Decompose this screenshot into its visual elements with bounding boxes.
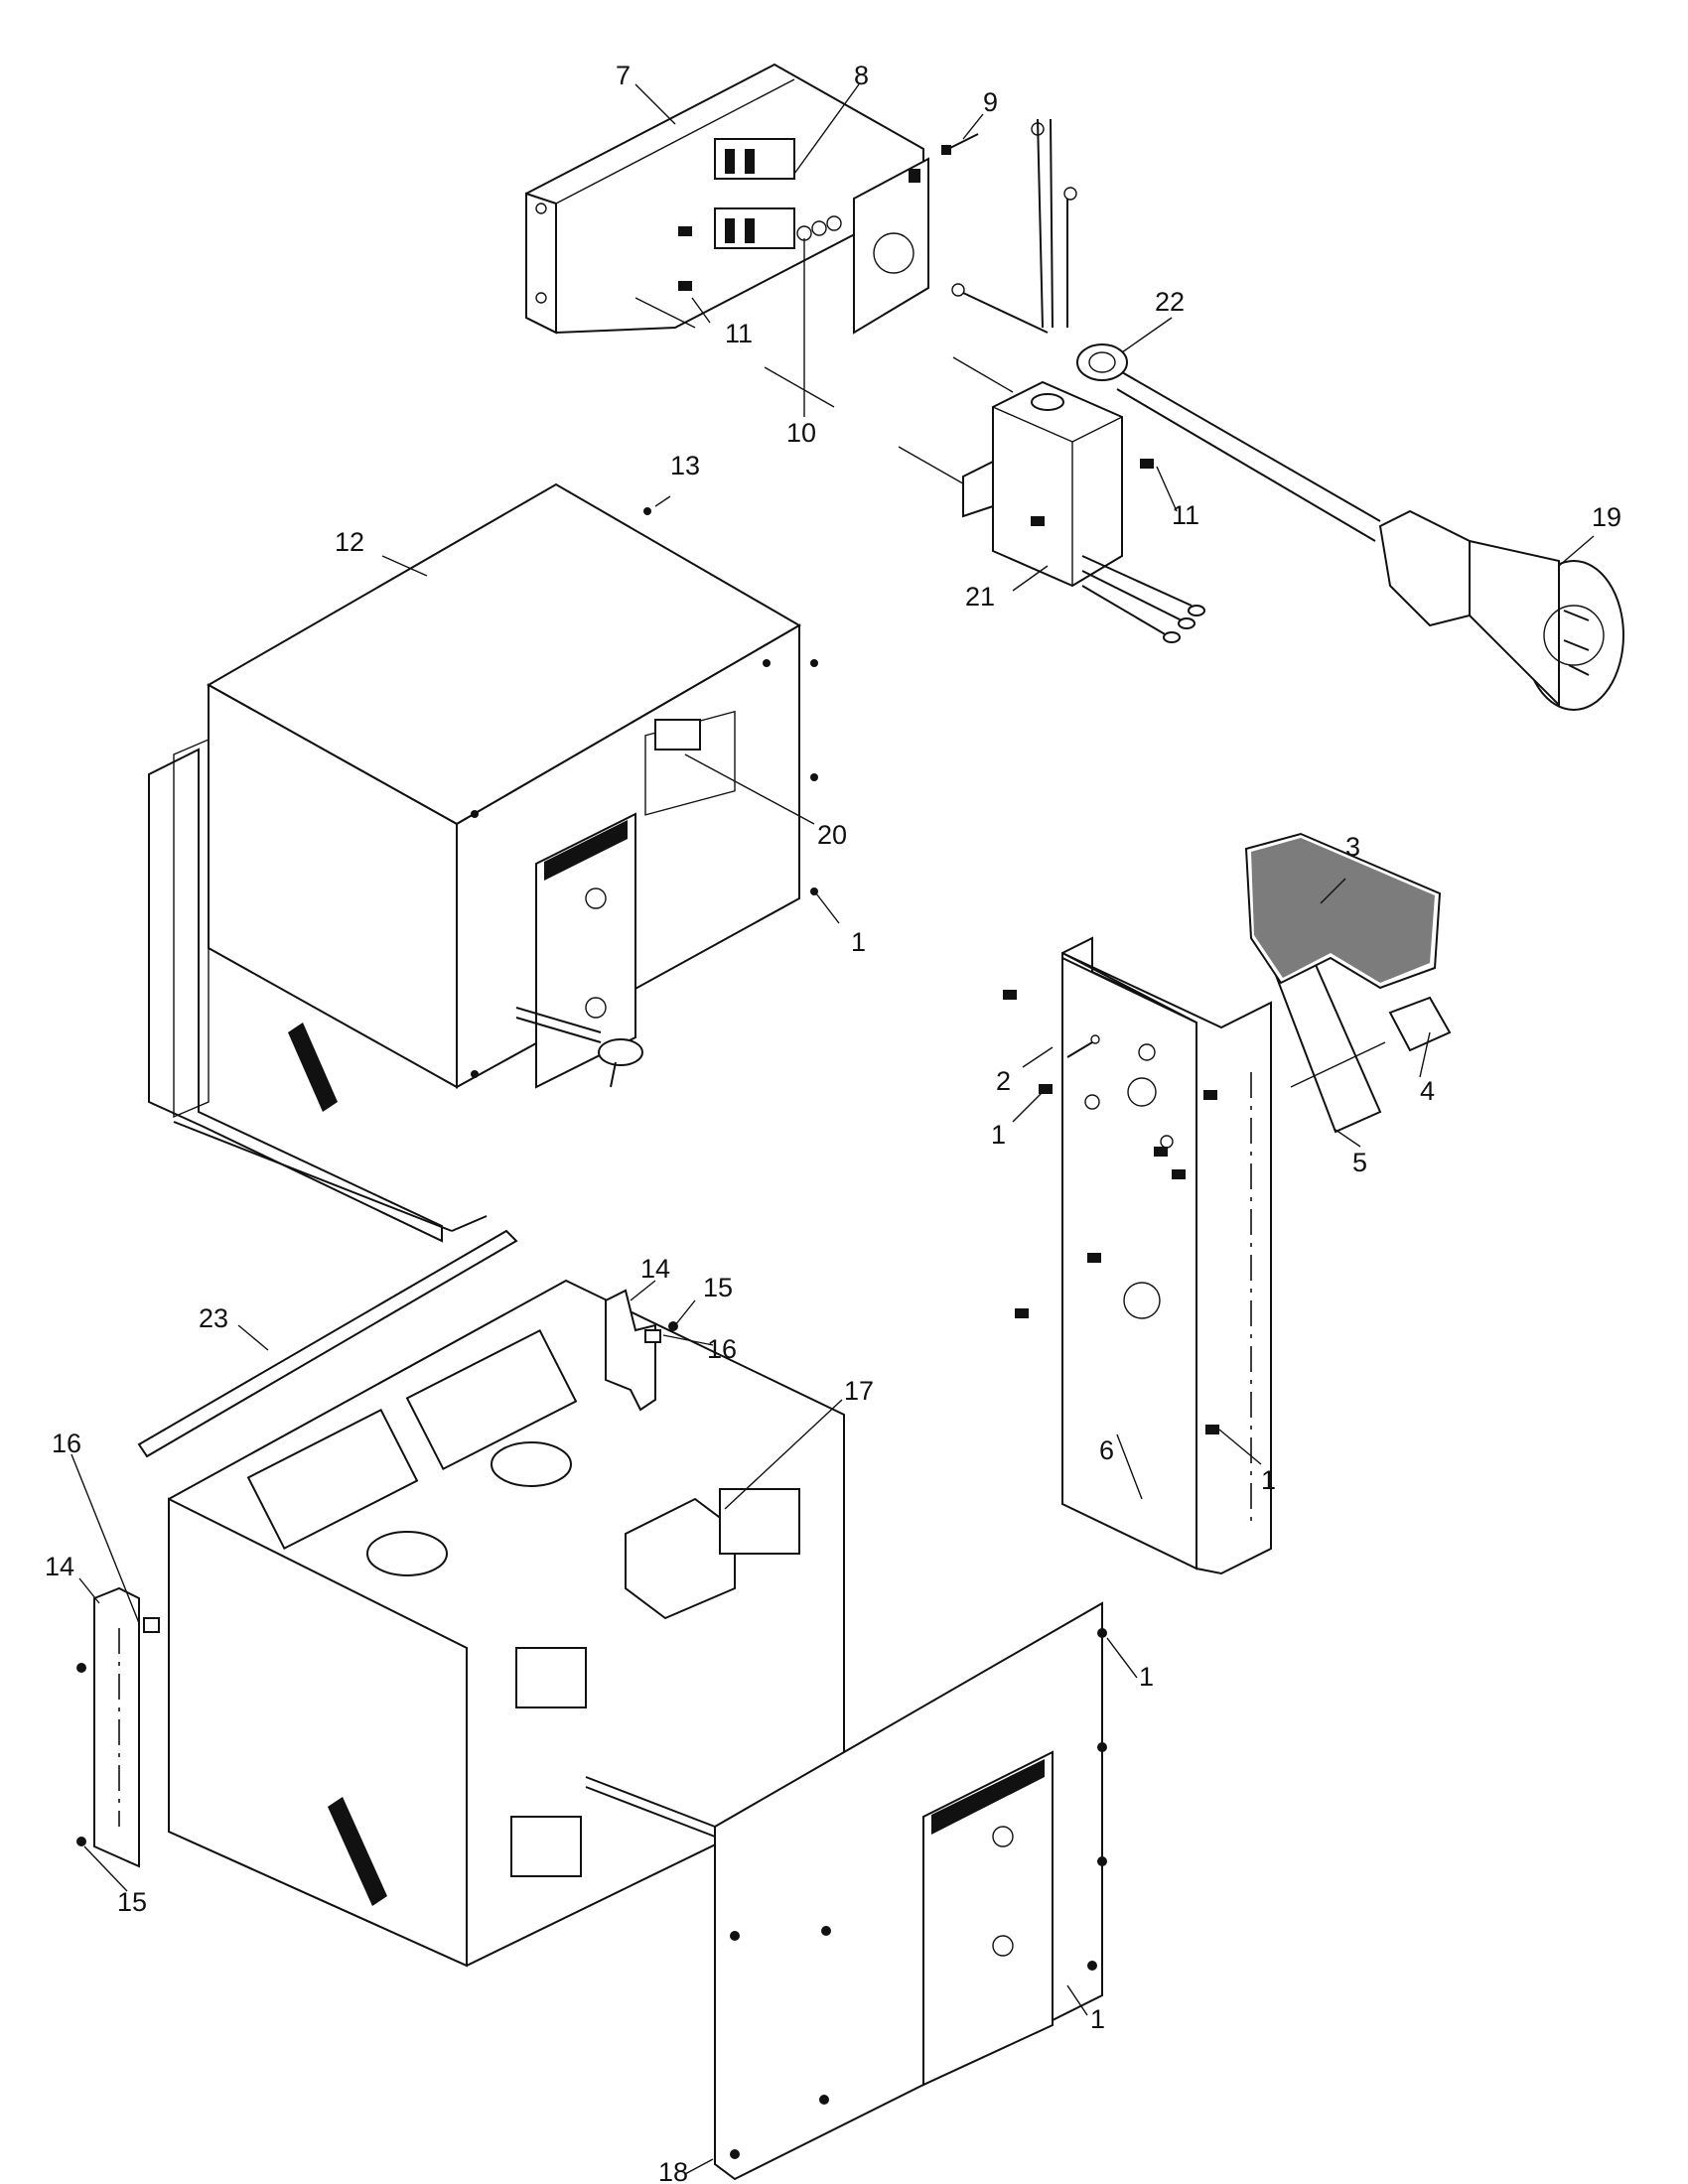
inner-chassis-assembly bbox=[76, 1229, 1107, 2181]
callout-labels: 7 8 9 11 10 22 11 19 21 13 12 20 1 3 2 4… bbox=[45, 61, 1621, 2184]
callout-11-top: 11 bbox=[725, 319, 753, 348]
callout-5: 5 bbox=[1352, 1148, 1367, 1177]
callout-17: 17 bbox=[844, 1376, 874, 1406]
callout-1-cabinet: 1 bbox=[851, 927, 866, 957]
callout-15-upper: 15 bbox=[703, 1273, 733, 1302]
callout-1-panel-a: 1 bbox=[991, 1120, 1006, 1150]
callout-12: 12 bbox=[335, 527, 364, 557]
callout-8: 8 bbox=[854, 61, 869, 90]
control-bracket-assembly bbox=[525, 63, 1014, 487]
callout-3: 3 bbox=[1345, 832, 1360, 862]
panel-screws bbox=[1003, 990, 1219, 1434]
power-plug bbox=[1378, 509, 1624, 711]
callout-leaders bbox=[70, 83, 1595, 2175]
callout-11-box: 11 bbox=[1172, 500, 1199, 530]
callout-13: 13 bbox=[670, 451, 700, 480]
callout-15-left: 15 bbox=[117, 1887, 147, 1917]
outer-cabinet-assembly bbox=[148, 482, 818, 1243]
callout-4: 4 bbox=[1420, 1076, 1435, 1106]
callout-21: 21 bbox=[965, 582, 995, 612]
callout-1-panel-b: 1 bbox=[1261, 1465, 1276, 1495]
callout-9: 9 bbox=[983, 87, 998, 117]
power-cord-assembly bbox=[951, 118, 1624, 711]
callout-18: 18 bbox=[658, 2157, 688, 2184]
terminal-block bbox=[714, 138, 795, 249]
mesh-filter bbox=[1244, 832, 1442, 990]
callout-6: 6 bbox=[1099, 1435, 1114, 1465]
callout-14-left: 14 bbox=[45, 1552, 74, 1581]
callout-23: 23 bbox=[199, 1303, 228, 1333]
panel-18-screws bbox=[730, 1628, 1107, 2159]
callout-1-lower-b: 1 bbox=[1090, 2004, 1105, 2034]
callout-2: 2 bbox=[996, 1066, 1011, 1096]
callout-22: 22 bbox=[1155, 287, 1185, 317]
callout-7: 7 bbox=[616, 61, 631, 90]
junction-box bbox=[962, 380, 1205, 643]
callout-10: 10 bbox=[786, 418, 816, 448]
callout-16-upper: 16 bbox=[707, 1334, 737, 1364]
back-panel-assembly bbox=[1003, 832, 1452, 1575]
callout-1-lower-a: 1 bbox=[1139, 1662, 1154, 1692]
callout-16-left: 16 bbox=[52, 1429, 81, 1458]
callout-20: 20 bbox=[817, 820, 847, 850]
callout-19: 19 bbox=[1592, 502, 1621, 532]
callout-14-upper: 14 bbox=[640, 1254, 670, 1284]
